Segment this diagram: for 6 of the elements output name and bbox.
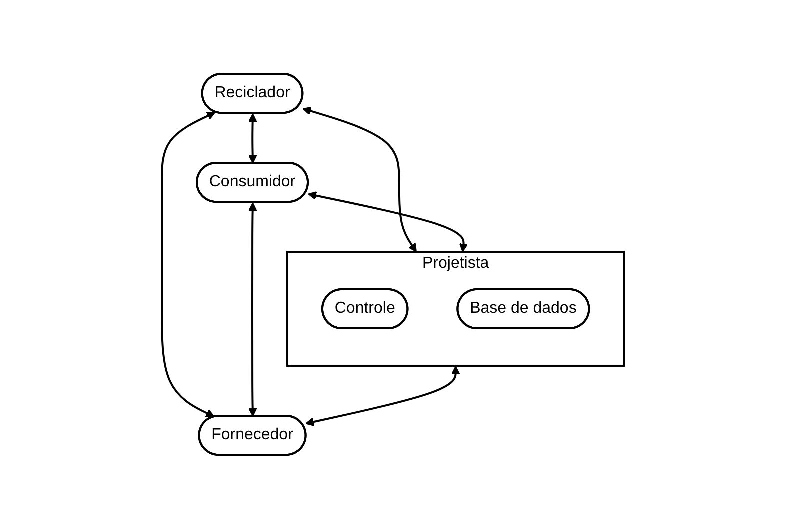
arrow: [306, 366, 461, 426]
arrow: [248, 114, 258, 164]
arrow: [308, 191, 469, 252]
arrow: [161, 112, 216, 418]
arrow: [248, 202, 258, 417]
arrow: [303, 106, 418, 252]
